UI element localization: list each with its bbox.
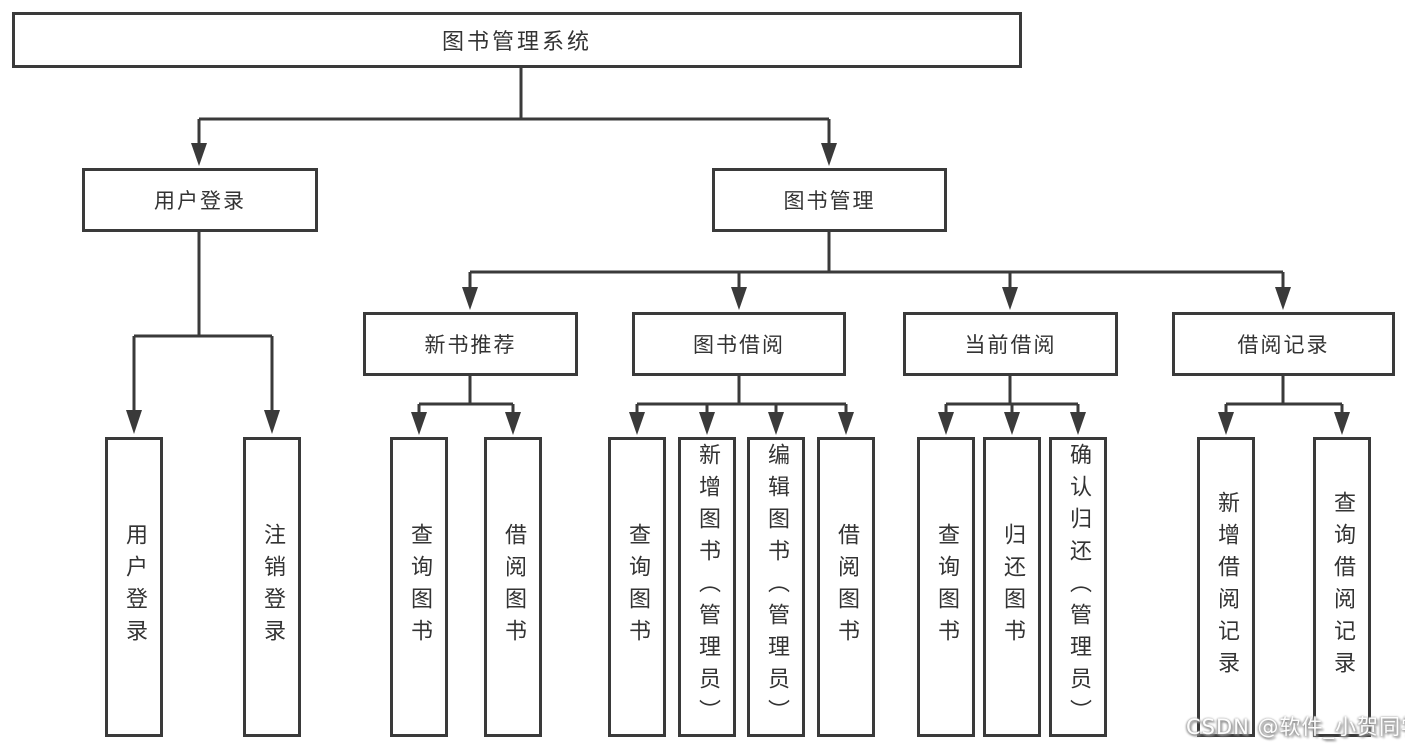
connector-user-login-branch	[126, 232, 280, 434]
arrowhead-down-icon	[126, 410, 142, 434]
leaf-query-books-current: 查询图书	[917, 437, 975, 737]
arrowhead-down-icon	[1004, 412, 1020, 435]
leaf-borrow-books: 借阅图书	[817, 437, 875, 737]
leaf-query-books-recommend: 查询图书	[390, 437, 448, 737]
arrowhead-down-icon	[768, 412, 784, 435]
arrowhead-down-icon	[731, 287, 747, 310]
leaf-label: 查询借阅记录	[1330, 491, 1355, 683]
arrowhead-down-icon	[838, 412, 854, 435]
arrowhead-down-icon	[462, 287, 478, 310]
leaf-add-borrow-record: 新增借阅记录	[1197, 437, 1255, 737]
leaf-label: 归还图书	[1000, 523, 1025, 651]
arrowhead-down-icon	[505, 412, 521, 435]
leaf-label: 借阅图书	[501, 523, 526, 651]
leaf-label: 查询图书	[625, 523, 650, 651]
arrowhead-down-icon	[411, 412, 427, 435]
leaf-label: 新增图书（管理员）	[695, 443, 720, 731]
leaf-label: 新增借阅记录	[1214, 491, 1239, 683]
node-new-book-recommend: 新书推荐	[363, 312, 578, 376]
leaf-label: 编辑图书（管理员）	[764, 443, 789, 731]
leaf-label: 借阅图书	[834, 523, 859, 651]
connector-current-borrow-branch	[938, 376, 1086, 435]
connector-book-borrow-branch	[629, 376, 854, 435]
leaf-label: 注销登录	[260, 523, 285, 651]
arrowhead-down-icon	[1275, 287, 1291, 310]
arrowhead-down-icon	[629, 412, 645, 435]
leaf-user-login: 用户登录	[105, 437, 163, 737]
node-book-borrow: 图书借阅	[632, 312, 846, 376]
arrowhead-down-icon	[191, 143, 207, 166]
leaf-logout-login: 注销登录	[243, 437, 301, 737]
leaf-query-borrow-record: 查询借阅记录	[1313, 437, 1371, 737]
connector-book-management-to-level3	[462, 232, 1291, 310]
leaf-edit-books-admin: 编辑图书（管理员）	[747, 437, 805, 737]
leaf-label: 用户登录	[122, 523, 147, 651]
node-book-management: 图书管理	[712, 168, 947, 232]
connector-new-book-recommend-branch	[411, 376, 521, 435]
arrowhead-down-icon	[938, 412, 954, 435]
node-user-login: 用户登录	[82, 168, 318, 232]
node-library-management-system: 图书管理系统	[12, 12, 1022, 68]
leaf-borrow-books-recommend: 借阅图书	[484, 437, 542, 737]
node-borrow-records: 借阅记录	[1172, 312, 1395, 376]
arrowhead-down-icon	[1334, 412, 1350, 435]
leaf-add-books-admin: 新增图书（管理员）	[678, 437, 736, 737]
leaf-confirm-return-admin: 确认归还（管理员）	[1049, 437, 1107, 737]
leaf-query-books-borrow: 查询图书	[608, 437, 666, 737]
arrowhead-down-icon	[821, 143, 837, 166]
node-current-borrow: 当前借阅	[903, 312, 1118, 376]
arrowhead-down-icon	[1002, 287, 1018, 310]
watermark: CSDN @软件_小贺同学	[1186, 715, 1405, 739]
leaf-return-books: 归还图书	[983, 437, 1041, 737]
arrowhead-down-icon	[264, 410, 280, 434]
arrowhead-down-icon	[699, 412, 715, 435]
leaf-label: 确认归还（管理员）	[1066, 443, 1091, 731]
arrowhead-down-icon	[1218, 412, 1234, 435]
connector-root-to-level2	[191, 68, 837, 166]
leaf-label: 查询图书	[407, 523, 432, 651]
connector-borrow-records-branch	[1218, 376, 1350, 435]
leaf-label: 查询图书	[934, 523, 959, 651]
arrowhead-down-icon	[1070, 412, 1086, 435]
